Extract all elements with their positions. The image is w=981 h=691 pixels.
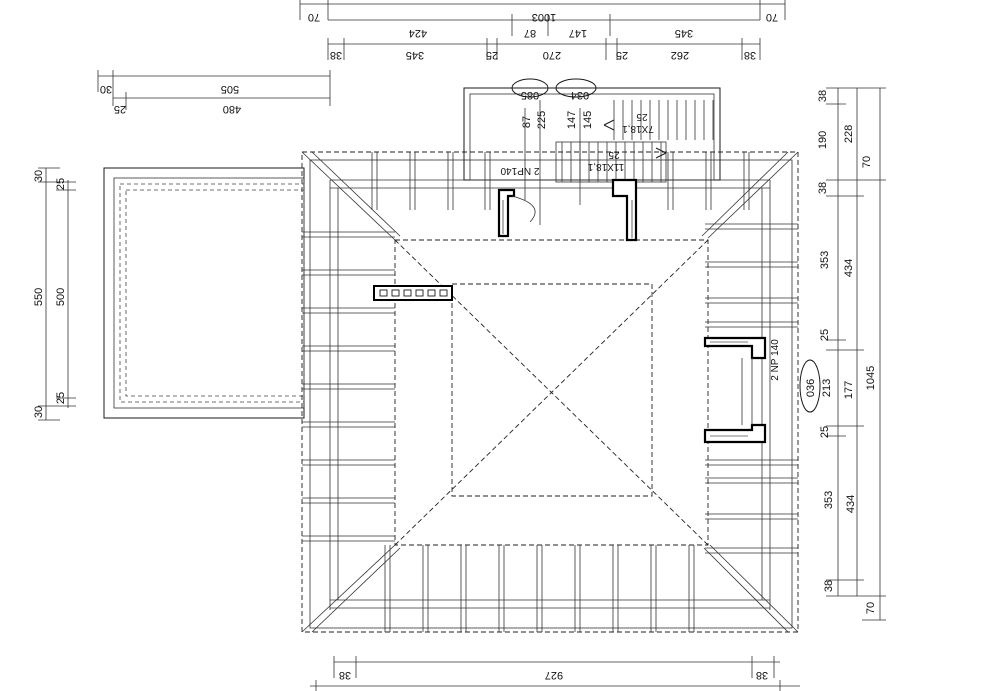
stair-projection <box>463 87 721 183</box>
window-label-085: 085 <box>511 78 549 101</box>
dim-left-30b: 30 <box>33 406 45 418</box>
window-label-036: 036 <box>799 359 821 413</box>
dim-top-25b: 25 <box>616 49 628 61</box>
stair-label-11x18: 11X18,1 <box>587 161 624 172</box>
dim-bottom-38a: 38 <box>339 669 351 681</box>
window-label-034: 034 <box>555 78 597 101</box>
dim-top-70-left: 70 <box>308 11 320 23</box>
dim-top-38b: 38 <box>744 49 756 61</box>
left-dimension-text: 30 25 550 500 25 30 <box>33 170 67 418</box>
dim-bottom-38b: 38 <box>756 669 768 681</box>
stair-label-7x18: 7X18,1 <box>622 123 654 134</box>
bottom-dimension-lines <box>310 656 800 691</box>
beam-label-left: 2 NP140 <box>500 165 539 176</box>
left-annex <box>103 167 305 419</box>
label-87: 87 <box>521 116 533 128</box>
rafters-top <box>330 152 770 210</box>
dim-right-38c: 38 <box>823 580 835 592</box>
dim-left-25b: 25 <box>55 392 67 404</box>
top-left-dimension-lines <box>97 70 331 110</box>
dim-top-147: 147 <box>569 27 587 39</box>
dim-tl-25: 25 <box>114 103 126 115</box>
top-dimension-lines <box>299 0 786 60</box>
chimney-right <box>703 336 767 444</box>
dim-right-38a: 38 <box>817 90 829 102</box>
rafters-bottom <box>330 545 770 632</box>
dim-top-270: 270 <box>543 49 561 61</box>
dim-right-25a: 25 <box>819 329 831 341</box>
label-147: 147 <box>566 111 578 129</box>
dim-right-434a: 434 <box>843 259 855 277</box>
dim-right-70b: 70 <box>865 602 877 614</box>
dim-tl-480: 480 <box>223 103 241 115</box>
dim-left-25a: 25 <box>55 178 67 190</box>
chimney-left <box>497 178 638 242</box>
label-225: 225 <box>536 111 548 129</box>
rafters-left <box>302 180 395 610</box>
vent-cell <box>391 289 400 297</box>
dim-tl-30: 30 <box>100 83 112 95</box>
dim-top-345b: 345 <box>675 27 693 39</box>
dim-right-213: 213 <box>821 379 833 397</box>
label-145: 145 <box>582 111 594 129</box>
dim-right-228: 228 <box>843 125 855 143</box>
right-dimension-text: 38 190 228 70 38 353 434 25 213 177 1045… <box>817 90 877 614</box>
dim-tl-505: 505 <box>221 83 239 95</box>
dim-right-70a: 70 <box>861 156 873 168</box>
dim-right-434b: 434 <box>845 495 857 513</box>
rafters-right <box>705 180 798 610</box>
dim-top-262: 262 <box>671 49 689 61</box>
dim-top-424: 424 <box>409 27 427 39</box>
window-label-034-text: 034 <box>571 89 589 101</box>
top-dimension-text: 70 1003 70 424 87 147 345 38 345 25 270 … <box>308 11 778 61</box>
main-roof <box>301 151 799 633</box>
vent-block <box>373 285 453 301</box>
dim-right-190: 190 <box>817 131 829 149</box>
beam-arc <box>511 195 536 223</box>
dim-top-87: 87 <box>524 27 536 39</box>
dim-left-550: 550 <box>33 288 45 306</box>
window-label-085-text: 085 <box>521 89 539 101</box>
stair-label-25-top: 25 <box>636 111 648 122</box>
dim-right-25b: 25 <box>819 426 831 438</box>
dim-left-500: 500 <box>55 288 67 306</box>
dim-top-25a: 25 <box>486 49 498 61</box>
dim-right-1045: 1045 <box>865 366 877 390</box>
vent-cell <box>439 289 448 297</box>
vent-cell <box>427 289 436 297</box>
top-left-dimension-text: 30 505 480 25 <box>100 83 241 115</box>
left-dimension-lines <box>38 167 76 421</box>
dim-bottom-927: 927 <box>545 669 563 681</box>
dim-top-1003: 1003 <box>532 11 556 23</box>
dim-left-30a: 30 <box>33 170 45 182</box>
stair-dimension-labels: 87 225 147 145 7X18,1 25 11X18,1 25 <box>521 100 654 225</box>
dim-right-177: 177 <box>843 381 855 399</box>
dim-top-70-right: 70 <box>766 11 778 23</box>
vent-cell <box>415 289 424 297</box>
dim-top-345a: 345 <box>406 49 424 61</box>
window-label-036-text: 036 <box>805 379 817 397</box>
dim-right-353b: 353 <box>823 491 835 509</box>
dim-right-353a: 353 <box>819 251 831 269</box>
vent-cell <box>403 289 412 297</box>
vent-cell <box>379 289 388 297</box>
stair-label-25-bottom: 25 <box>608 149 620 160</box>
bottom-dimension-text: 38 927 38 1003 70 <box>339 669 768 681</box>
dim-top-38a: 38 <box>330 49 342 61</box>
right-dimension-lines <box>826 87 886 621</box>
beam-label-right: 2 NP 140 <box>770 339 781 381</box>
dim-right-38b: 38 <box>817 182 829 194</box>
